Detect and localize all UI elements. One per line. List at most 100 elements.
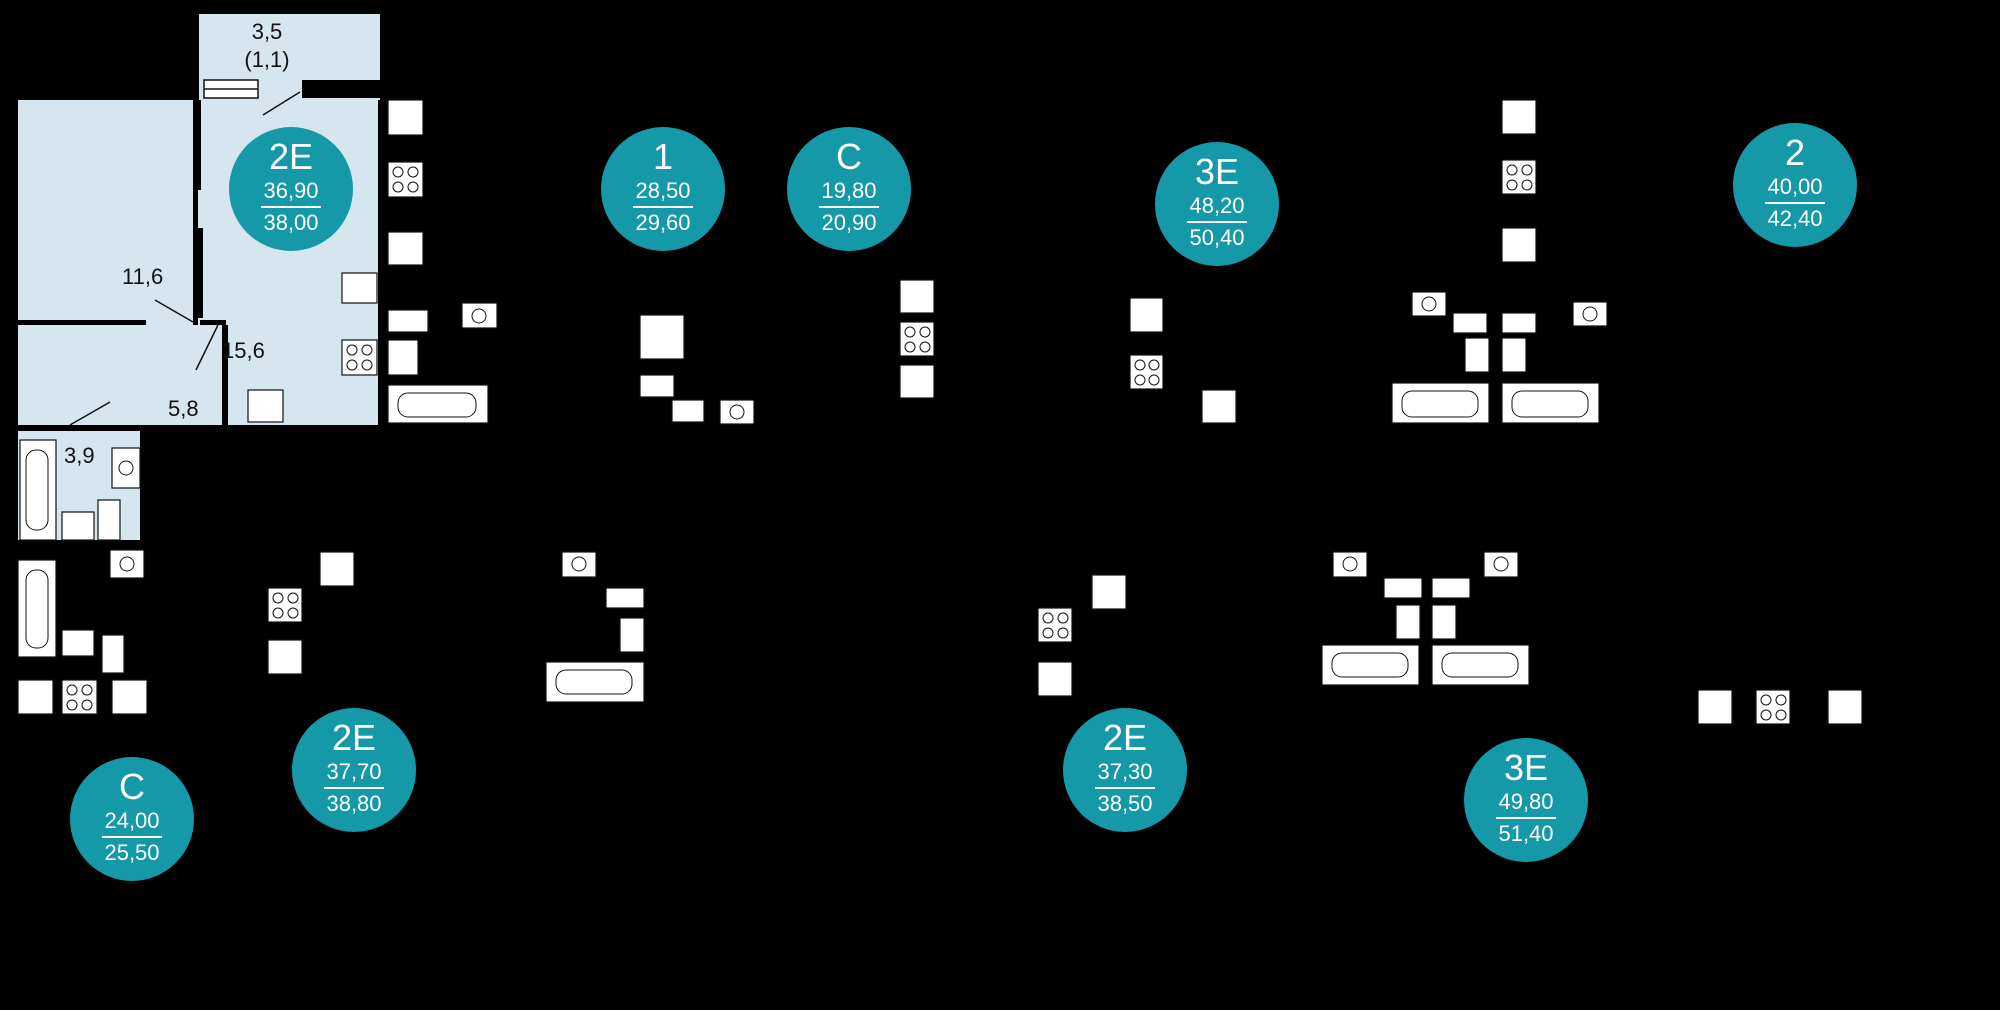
apartment-badge[interactable]: 3E 49,80 51,40 (1464, 738, 1588, 862)
sink-icon (387, 231, 424, 266)
fridge-icon (1037, 661, 1073, 697)
total-area: 29,60 (635, 210, 691, 235)
apartment-type: 1 (652, 136, 674, 177)
washing-machine-icon (1483, 551, 1519, 578)
washbasin-icon (619, 617, 645, 653)
bathtub-icon (1321, 644, 1420, 686)
apartment-badge[interactable]: 2E 36,90 38,00 (229, 127, 353, 251)
living-area: 19,80 (821, 178, 877, 203)
divider (324, 787, 384, 789)
toilet-icon (1431, 577, 1471, 599)
balcony-label: 3,5 (1,1) (232, 18, 302, 74)
toilet-icon (1452, 312, 1488, 334)
apartment-badge[interactable]: 3E 48,20 50,40 (1155, 142, 1279, 266)
cooktop-icon (899, 321, 935, 357)
washing-machine-icon (719, 399, 755, 425)
hall-area: 5,8 (168, 396, 199, 421)
living-area: 49,80 (1498, 789, 1554, 814)
balcony-coefficient: (1,1) (244, 47, 290, 72)
washing-machine-icon (461, 302, 498, 329)
fridge-icon (341, 272, 378, 304)
apartment-type: 2E (1102, 717, 1148, 758)
toilet-icon (101, 634, 125, 674)
fridge-icon (1129, 297, 1164, 333)
total-area: 38,00 (263, 210, 319, 235)
sink-icon (1827, 689, 1863, 725)
living-area: 24,00 (104, 808, 160, 833)
toilet-icon (639, 374, 675, 398)
washing-machine-icon (1572, 301, 1608, 327)
washbasin-icon (1464, 337, 1490, 373)
divider (261, 206, 321, 208)
cooktop-icon (1037, 607, 1073, 643)
living-area: 36,90 (263, 178, 319, 203)
washbasin-icon (1395, 604, 1421, 640)
washbasin-icon (61, 629, 95, 657)
total-area: 38,80 (326, 791, 382, 816)
sink-icon (1201, 389, 1237, 424)
divider (1187, 221, 1247, 223)
kitchen-living-area: 15,6 (222, 338, 265, 363)
shower-icon (639, 314, 685, 360)
sink-icon (319, 551, 355, 587)
walls (18, 80, 380, 545)
balcony-area: 3,5 (251, 19, 283, 44)
washbasin-icon (671, 399, 705, 423)
divider (1765, 202, 1825, 204)
washing-machine-icon (1332, 551, 1368, 578)
apartment-badge[interactable]: 2E 37,30 38,50 (1063, 708, 1187, 832)
toilet-icon (387, 309, 429, 333)
living-area: 40,00 (1767, 174, 1823, 199)
bathtub-icon (19, 439, 57, 541)
cooktop-icon (61, 679, 98, 715)
sink-icon (247, 389, 284, 423)
toilet-icon (605, 587, 645, 609)
cooktop-icon (341, 339, 378, 376)
fridge-icon (267, 639, 303, 675)
apartment-type: 2E (331, 717, 377, 758)
washbasin-icon (1501, 337, 1527, 373)
total-area: 38,50 (1097, 791, 1153, 816)
living-room-area: 11,6 (122, 264, 164, 289)
bathtub-icon (17, 559, 57, 658)
washing-machine-icon (111, 447, 141, 489)
living-area: 37,30 (1097, 759, 1153, 784)
divider (633, 206, 693, 208)
hall (18, 325, 228, 425)
total-area: 51,40 (1498, 821, 1554, 846)
apartment-type: 2 (1784, 132, 1806, 173)
doors (69, 79, 301, 426)
toilet-icon (97, 499, 121, 541)
apartment-type: C (836, 136, 862, 177)
apartment-type: 3E (1194, 151, 1240, 192)
cooktop-icon (1501, 159, 1537, 195)
apartment-badge[interactable]: C 24,00 25,50 (70, 757, 194, 881)
apartment-type: C (119, 766, 145, 807)
apartment-type: 3E (1503, 747, 1549, 788)
washing-machine-icon (109, 549, 145, 579)
fridge-icon (1501, 99, 1537, 135)
total-area: 42,40 (1767, 206, 1823, 231)
apartment-badge[interactable]: 2E 37,70 38,80 (292, 708, 416, 832)
total-area: 25,50 (104, 840, 160, 865)
fridge-icon (1697, 689, 1733, 725)
divider (1496, 817, 1556, 819)
bathroom-area: 3,9 (64, 443, 95, 468)
apartment-badge[interactable]: 1 28,50 29,60 (601, 127, 725, 251)
divider (1095, 787, 1155, 789)
washbasin-icon (61, 511, 95, 541)
toilet-icon (1383, 577, 1423, 599)
washing-machine-icon (1411, 291, 1447, 317)
fridge-icon (387, 99, 424, 136)
cooktop-icon (1755, 689, 1791, 725)
apartment-badge[interactable]: 2 40,00 42,40 (1733, 123, 1857, 247)
bathtub-icon (1431, 644, 1530, 686)
divider (102, 836, 162, 838)
apartment-badge[interactable]: C 19,80 20,90 (787, 127, 911, 251)
sink-icon (899, 364, 935, 399)
sink-icon (111, 679, 148, 715)
divider (819, 206, 879, 208)
cooktop-icon (387, 161, 424, 198)
fridge-icon (899, 279, 935, 314)
